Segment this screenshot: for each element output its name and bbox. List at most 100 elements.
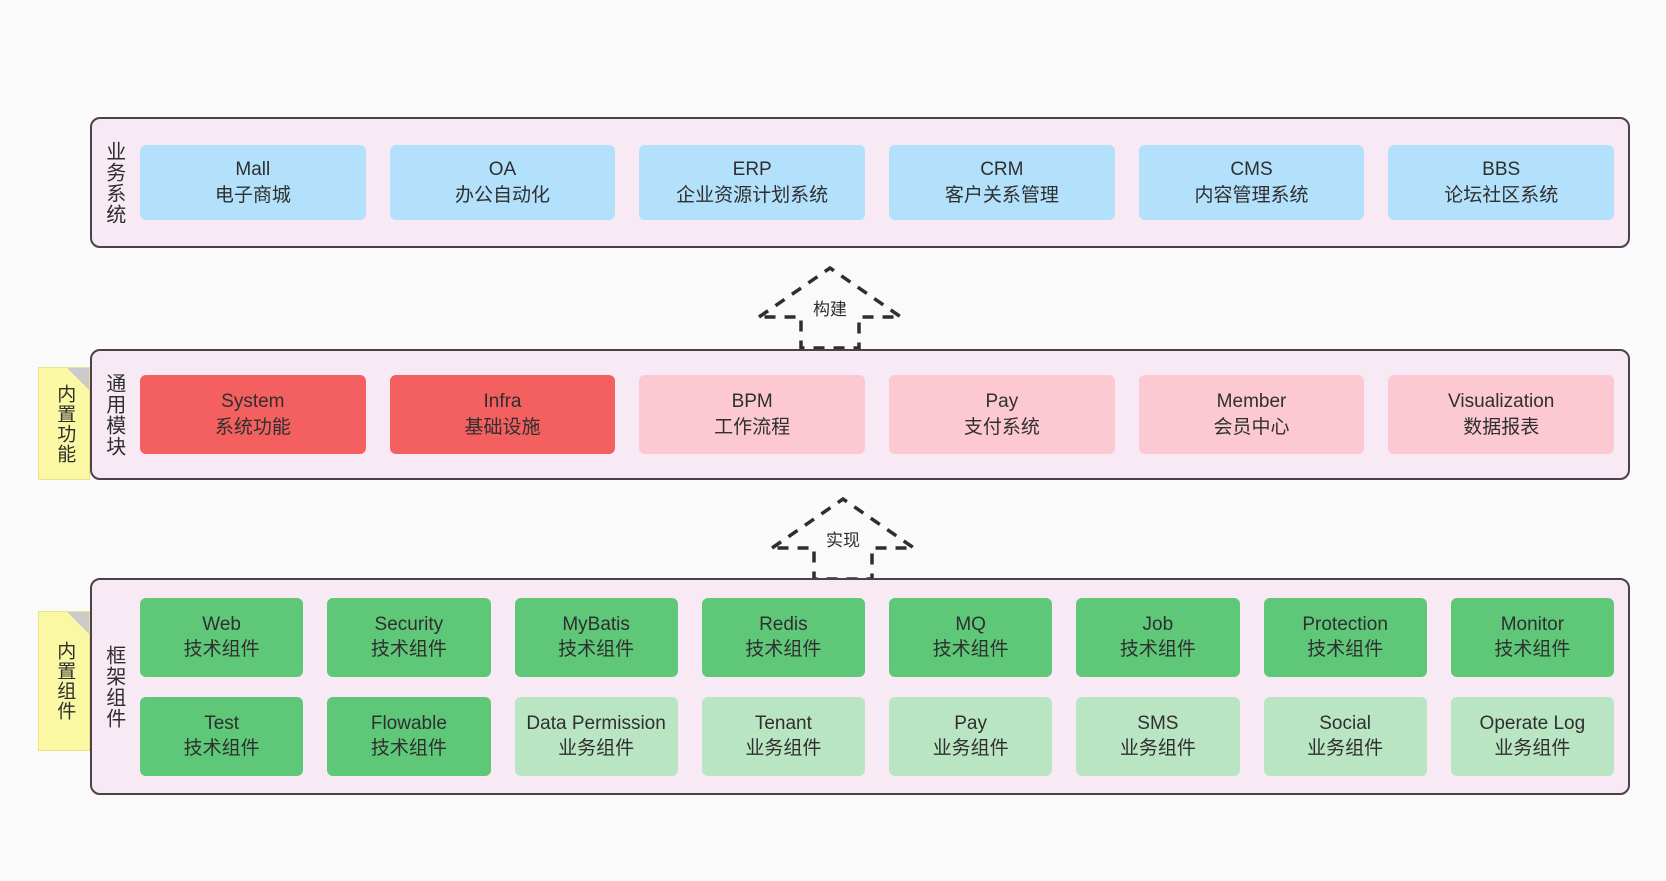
module-visualization-cn: 数据报表	[1463, 416, 1540, 438]
module-oa[interactable]: OA 办公自动化	[389, 145, 616, 220]
component-social-en: Social	[1319, 712, 1371, 734]
component-flowable[interactable]: Flowable 技术组件	[327, 696, 491, 776]
component-data-permission[interactable]: Data Permission 业务组件	[514, 696, 678, 776]
component-tenant[interactable]: Tenant 业务组件	[701, 696, 865, 776]
module-system-cn: 系统功能	[214, 416, 291, 438]
module-infra-cn: 基础设施	[464, 416, 541, 438]
component-web[interactable]: Web 技术组件	[140, 597, 304, 677]
module-bbs-en: BBS	[1482, 159, 1521, 181]
component-operate-log[interactable]: Operate Log 业务组件	[1450, 696, 1614, 776]
row-business-1: Mall 电子商城 OA 办公自动化 ERP 企业资源计划系统 CRM 客户关系…	[140, 145, 1615, 220]
layer-title-common: 通用模块	[102, 372, 125, 457]
component-security-en: Security	[374, 613, 444, 635]
module-bpm-cn: 工作流程	[714, 416, 791, 438]
component-protection-cn: 技术组件	[1307, 639, 1384, 660]
component-pay[interactable]: Pay 业务组件	[889, 696, 1053, 776]
dashed-arrow-up-icon	[755, 265, 905, 350]
module-bbs-cn: 论坛社区系统	[1444, 184, 1559, 206]
module-pay[interactable]: Pay 支付系统	[889, 375, 1115, 454]
layer-title-business: 业务系统	[102, 140, 125, 225]
component-test-cn: 技术组件	[183, 738, 260, 759]
module-pay-cn: 支付系统	[963, 416, 1040, 438]
component-operate-log-cn: 业务组件	[1494, 738, 1571, 759]
module-visualization[interactable]: Visualization 数据报表	[1388, 375, 1615, 454]
module-erp-en: ERP	[732, 159, 772, 181]
layer-common-modules: 通用模块 System 系统功能 Infra 基础设施 BPM 工作流程 Pay…	[90, 349, 1630, 480]
component-redis[interactable]: Redis 技术组件	[701, 597, 865, 677]
component-data-permission-en: Data Permission	[526, 712, 666, 734]
component-operate-log-en: Operate Log	[1479, 712, 1586, 734]
module-infra-en: Infra	[483, 391, 522, 413]
module-cms-cn: 内容管理系统	[1194, 184, 1309, 206]
component-job[interactable]: Job 技术组件	[1076, 597, 1240, 677]
component-social[interactable]: Social 业务组件	[1263, 696, 1427, 776]
module-member-en: Member	[1216, 391, 1287, 413]
component-mybatis-en: MyBatis	[562, 613, 630, 635]
component-flowable-cn: 技术组件	[370, 738, 447, 759]
component-redis-cn: 技术组件	[745, 639, 822, 660]
layer-business-systems: 业务系统 Mall 电子商城 OA 办公自动化 ERP 企业资源计划系统 CRM…	[90, 117, 1630, 248]
note-fold-corner-icon	[67, 368, 89, 390]
module-mall-cn: 电子商城	[214, 184, 291, 206]
component-web-cn: 技术组件	[183, 639, 260, 660]
component-test-en: Test	[204, 712, 240, 734]
component-sms[interactable]: SMS 业务组件	[1076, 696, 1240, 776]
module-crm-en: CRM	[980, 159, 1024, 181]
layer-body-business: Mall 电子商城 OA 办公自动化 ERP 企业资源计划系统 CRM 客户关系…	[134, 119, 1628, 246]
note-fold-corner-icon	[67, 612, 89, 634]
note-builtin-function-label: 内置功能	[54, 383, 76, 464]
component-pay-cn: 业务组件	[932, 738, 1009, 759]
module-oa-cn: 办公自动化	[455, 184, 551, 206]
module-bpm-en: BPM	[731, 391, 773, 413]
component-monitor[interactable]: Monitor 技术组件	[1450, 597, 1614, 677]
row-framework-business: Test 技术组件 Flowable 技术组件 Data Permission …	[140, 696, 1614, 776]
module-visualization-en: Visualization	[1448, 391, 1555, 413]
component-sms-en: SMS	[1137, 712, 1179, 734]
component-monitor-cn: 技术组件	[1494, 639, 1571, 660]
component-mq-en: MQ	[955, 613, 986, 635]
component-flowable-en: Flowable	[370, 712, 447, 734]
connector-build-arrow: 构建	[755, 262, 905, 350]
module-bbs[interactable]: BBS 论坛社区系统	[1388, 145, 1615, 220]
component-mybatis[interactable]: MyBatis 技术组件	[514, 597, 678, 677]
module-bpm[interactable]: BPM 工作流程	[639, 375, 866, 454]
module-crm[interactable]: CRM 客户关系管理	[889, 145, 1115, 220]
module-pay-en: Pay	[985, 391, 1019, 413]
component-security[interactable]: Security 技术组件	[327, 597, 491, 677]
layer-body-framework: Web 技术组件 Security 技术组件 MyBatis 技术组件 Redi…	[134, 580, 1628, 793]
component-mq[interactable]: MQ 技术组件	[889, 597, 1053, 677]
component-social-cn: 业务组件	[1307, 738, 1384, 759]
component-protection[interactable]: Protection 技术组件	[1263, 597, 1427, 677]
component-monitor-en: Monitor	[1500, 613, 1565, 635]
row-common-1: System 系统功能 Infra 基础设施 BPM 工作流程 Pay 支付系统…	[140, 375, 1615, 454]
note-builtin-component-label: 内置组件	[54, 641, 76, 721]
module-erp[interactable]: ERP 企业资源计划系统	[639, 145, 866, 220]
component-mq-cn: 技术组件	[932, 639, 1009, 660]
component-data-permission-cn: 业务组件	[558, 738, 635, 759]
component-security-cn: 技术组件	[370, 639, 447, 660]
module-crm-cn: 客户关系管理	[944, 184, 1059, 206]
note-builtin-function: 内置功能	[38, 367, 90, 480]
layer-body-common: System 系统功能 Infra 基础设施 BPM 工作流程 Pay 支付系统…	[134, 351, 1628, 478]
module-oa-en: OA	[488, 159, 517, 181]
connector-implement-label: 实现	[826, 531, 860, 550]
component-web-en: Web	[202, 613, 241, 635]
component-sms-cn: 业务组件	[1119, 738, 1196, 759]
component-job-cn: 技术组件	[1119, 639, 1196, 660]
component-test[interactable]: Test 技术组件	[140, 696, 304, 776]
dashed-arrow-up-icon	[768, 496, 918, 581]
module-cms-en: CMS	[1230, 159, 1273, 181]
module-infra[interactable]: Infra 基础设施	[389, 375, 616, 454]
module-system[interactable]: System 系统功能	[140, 375, 366, 454]
note-builtin-component: 内置组件	[38, 611, 90, 751]
connector-build-label: 构建	[813, 300, 847, 319]
module-member-cn: 会员中心	[1213, 416, 1290, 438]
module-member[interactable]: Member 会员中心	[1138, 375, 1365, 454]
row-framework-tech: Web 技术组件 Security 技术组件 MyBatis 技术组件 Redi…	[140, 597, 1614, 677]
module-system-en: System	[221, 391, 285, 413]
component-pay-en: Pay	[954, 712, 987, 734]
module-cms[interactable]: CMS 内容管理系统	[1138, 145, 1365, 220]
module-mall-en: Mall	[235, 159, 271, 181]
module-mall[interactable]: Mall 电子商城	[140, 145, 366, 220]
